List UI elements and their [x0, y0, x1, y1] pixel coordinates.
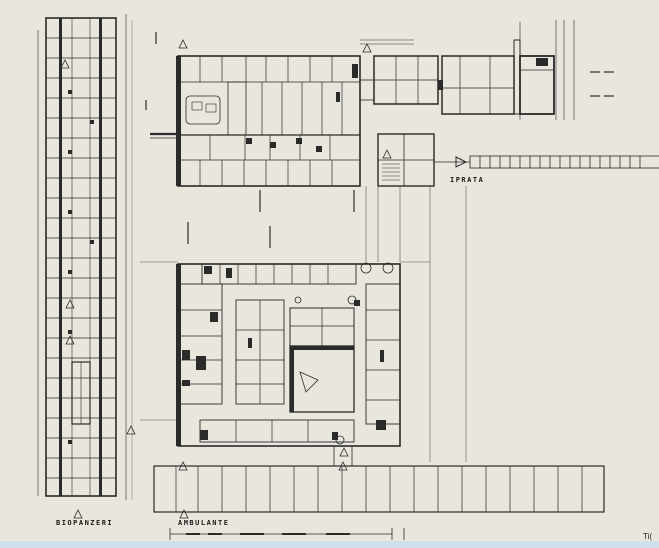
north-triangle-marker — [60, 39, 392, 519]
section-arrows — [145, 32, 355, 248]
bottom-band — [0, 541, 659, 548]
page-tail-text: Ti( — [643, 532, 653, 541]
top-center-block — [150, 55, 361, 187]
bottom-wing-label: AMBULANTE — [178, 519, 230, 527]
entrance-block — [377, 133, 659, 187]
entrance-label: IPRATA — [450, 176, 485, 184]
left-wing — [37, 14, 133, 500]
top-right-block — [360, 20, 614, 120]
main-lower-block — [176, 262, 401, 447]
entrance-arrow-icon — [455, 156, 468, 168]
left-wing-label: BIOPANZERI — [56, 519, 114, 527]
scale-bar — [169, 528, 405, 540]
bottom-strip — [153, 446, 605, 513]
